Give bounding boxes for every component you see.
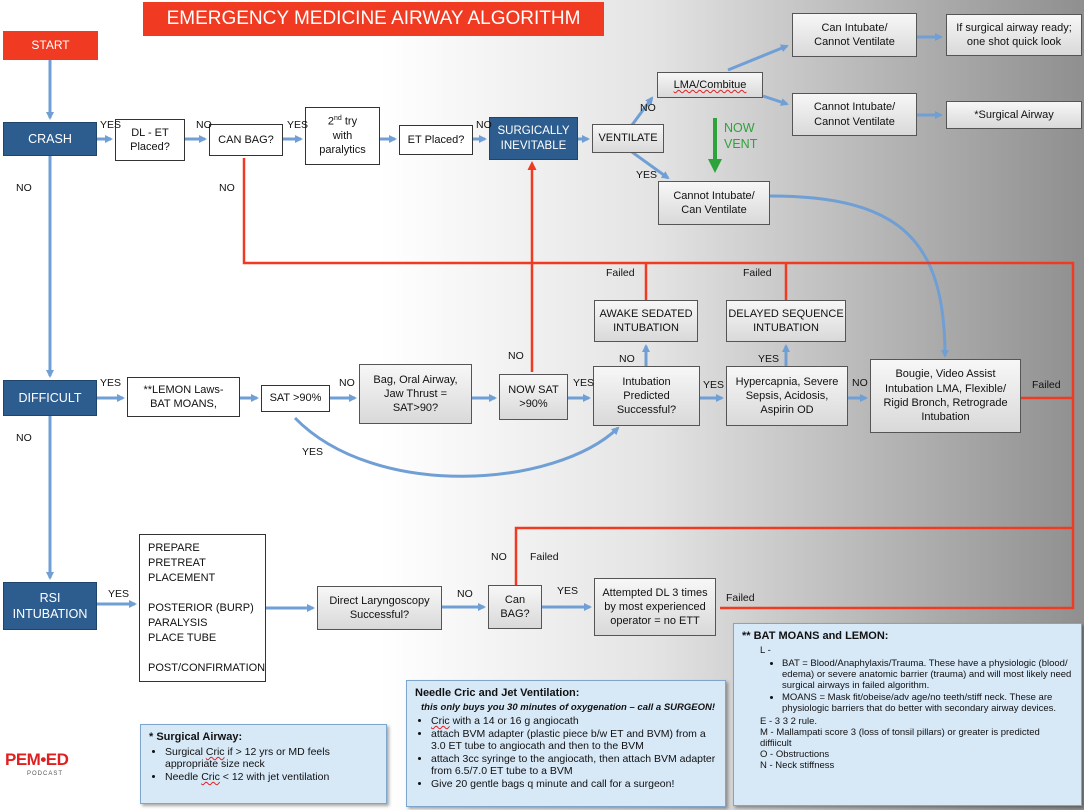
cannot-intubate-cannot-ventilate-node: Cannot Intubate/ Cannot Ventilate <box>792 93 917 136</box>
et-placed-node: ET Placed? <box>399 125 473 155</box>
list-item: MOANS = Mask fit/obeise/adv age/no teeth… <box>782 692 1073 714</box>
can-bag-rsi-node: Can BAG? <box>488 585 542 629</box>
arrow-lma-cicv <box>727 44 789 72</box>
rsi-intubation-node: RSI INTUBATION <box>3 582 97 630</box>
no-label: NO <box>16 182 32 194</box>
intubation-predicted-node: Intubation Predicted Successful? <box>593 366 700 426</box>
no-label: NO <box>457 588 473 600</box>
list-item: Needle Cric < 12 with jet ventilation <box>165 771 378 783</box>
no-label: NO <box>852 377 868 389</box>
no-label: NO <box>619 353 635 365</box>
lma-combitube-text: LMA/Combitue <box>673 78 747 91</box>
surgically-inevitable-node: SURGICALLY INEVITABLE <box>489 117 578 160</box>
lemon-l-line: L - <box>760 645 771 656</box>
needle-cric-panel: Needle Cric and Jet Ventilation: this on… <box>406 680 726 807</box>
no-label: NO <box>508 350 524 362</box>
delayed-sequence-node: DELAYED SEQUENCE INTUBATION <box>726 300 846 342</box>
surgical-airway-panel: * Surgical Airway: Surgical Cric if > 12… <box>140 724 387 804</box>
failed-label: Failed <box>606 267 635 279</box>
second-try-paralytics-node: 2nd try with paralytics <box>305 107 380 165</box>
yes-label: YES <box>636 169 658 181</box>
list-item: attach 3cc syringe to the angiocath, the… <box>431 753 717 777</box>
surgical-ready-node: If surgical airway ready; one shot quick… <box>946 14 1082 56</box>
red-canbag2-no <box>514 526 1073 585</box>
bat-moans-lemon-panel: ** BAT MOANS and LEMON: L - BAT = Blood/… <box>733 623 1082 806</box>
yes-label: YES <box>100 119 122 131</box>
no-label: NO <box>219 182 235 194</box>
arrow-ventilate-lma <box>630 96 654 126</box>
arrow-sat-yes-curve <box>293 416 620 478</box>
lemon-m-line: M - Mallampati score 3 (loss of tonsil p… <box>760 727 1040 749</box>
logo-subtext: PODCAST <box>27 771 64 777</box>
rsi-steps-node: PREPARE PRETREAT PLACEMENT POSTERIOR (BU… <box>139 534 266 682</box>
surgical-airway-list: Surgical Cric if > 12 yrs or MD feels ap… <box>149 746 378 783</box>
list-item: Surgical Cric if > 12 yrs or MD feels ap… <box>165 746 378 770</box>
yes-label: YES <box>703 379 725 391</box>
failed-label: Failed <box>1032 379 1061 391</box>
no-label: NO <box>476 119 492 131</box>
yes-label: YES <box>287 119 309 131</box>
needle-cric-list: Cric with a 14 or 16 g angiocath attach … <box>415 715 717 790</box>
no-label: NO <box>640 102 656 114</box>
needle-cric-subtitle: this only buys you 30 minutes of oxygena… <box>421 702 716 713</box>
bougie-node: Bougie, Video Assist Intubation LMA, Fle… <box>870 359 1021 433</box>
list-item: attach BVM adapter (plastic piece b/w ET… <box>431 728 717 752</box>
list-item: Cric with a 14 or 16 g angiocath <box>431 715 717 727</box>
arrow-ventilate-cican <box>631 150 670 180</box>
no-label: NO <box>339 377 355 389</box>
list-item: Give 20 gentle bags q minute and call fo… <box>431 778 717 790</box>
lemon-o-line: O - Obstructions <box>760 749 830 760</box>
crash-node: CRASH <box>3 122 97 156</box>
lemon-n-line: N - Neck stiffness <box>760 760 835 771</box>
failed-label: Failed <box>743 267 772 279</box>
yes-label: YES <box>573 377 595 389</box>
logo-text: PEM•ED <box>5 750 69 769</box>
dl-et-placed-node: DL - ET Placed? <box>115 119 185 161</box>
lemon-l-sublist: BAT = Blood/Anaphylaxis/Trauma. These ha… <box>742 658 1073 714</box>
attempted-dl-node: Attempted DL 3 times by most experienced… <box>594 578 716 636</box>
no-label: NO <box>491 551 507 563</box>
failed-label: Failed <box>530 551 559 563</box>
now-vent-label: NOW VENT <box>724 121 758 151</box>
cannot-intubate-can-ventilate-node: Cannot Intubate/ Can Ventilate <box>658 181 770 225</box>
no-label: NO <box>196 119 212 131</box>
lemon-e-line: E - 3 3 2 rule. <box>760 716 818 727</box>
yes-label: YES <box>100 377 122 389</box>
red-canbag-no-line <box>242 158 1075 610</box>
sat-90-node: SAT >90% <box>261 385 330 412</box>
arrow-cican-bougie <box>769 194 949 358</box>
no-label: NO <box>16 432 32 444</box>
list-item: BAT = Blood/Anaphylaxis/Trauma. These ha… <box>782 658 1073 691</box>
yes-label: YES <box>108 588 130 600</box>
surgical-airway-node: *Surgical Airway <box>946 101 1082 129</box>
can-intubate-cannot-ventilate-node: Can Intubate/ Cannot Ventilate <box>792 13 917 57</box>
bat-moans-panel-title: ** BAT MOANS and LEMON: <box>742 630 889 642</box>
needle-cric-panel-title: Needle Cric and Jet Ventilation: <box>415 687 580 699</box>
can-bag-node: CAN BAG? <box>209 124 283 156</box>
yes-label: YES <box>302 446 324 458</box>
hypercapnia-node: Hypercapnia, Severe Sepsis, Acidosis, As… <box>726 366 848 426</box>
now-sat-90-node: NOW SAT >90% <box>499 374 568 420</box>
arrow-lma-cicv2 <box>762 94 789 106</box>
awake-sedated-node: AWAKE SEDATED INTUBATION <box>594 300 698 342</box>
yes-label: YES <box>557 585 579 597</box>
lma-combitube-node: LMA/Combitue <box>657 72 763 98</box>
pem-ed-logo: PEM•ED PODCAST <box>5 740 73 786</box>
page-title: EMERGENCY MEDICINE AIRWAY ALGORITHM <box>143 2 604 36</box>
second-try-text: 2nd try with paralytics <box>319 115 366 157</box>
surgical-airway-panel-title: * Surgical Airway: <box>149 731 243 743</box>
failed-label: Failed <box>726 592 755 604</box>
ventilate-node: VENTILATE <box>592 124 664 153</box>
start-node: START <box>3 31 98 60</box>
yes-label: YES <box>758 353 780 365</box>
direct-laryngoscopy-node: Direct Laryngoscopy Successful? <box>317 586 442 630</box>
difficult-node: DIFFICULT <box>3 380 97 416</box>
bag-oral-airway-node: Bag, Oral Airway, Jaw Thrust = SAT>90? <box>359 364 472 424</box>
lemon-laws-node: **LEMON Laws- BAT MOANS, <box>127 377 240 417</box>
